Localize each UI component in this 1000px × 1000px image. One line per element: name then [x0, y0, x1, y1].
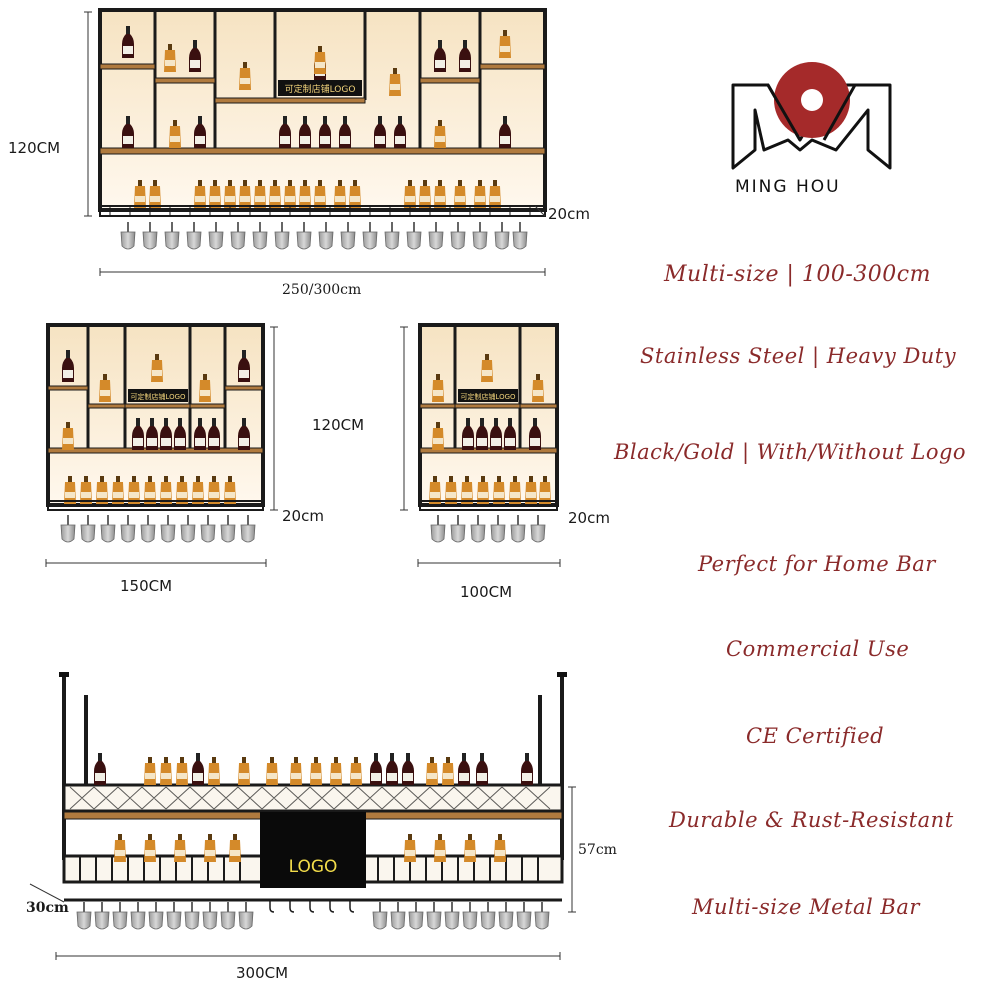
rack-medium-width: 150CM — [120, 577, 173, 595]
feature-black-gold: Black/Gold | With/Without Logo — [614, 440, 967, 464]
feature-home-bar: Perfect for Home Bar — [698, 552, 936, 576]
rack-medium-drawing: 可定制店铺LOGO — [45, 323, 278, 567]
feature-stainless-steel: Stainless Steel | Heavy Duty — [640, 344, 957, 368]
feature-commercial-use: Commercial Use — [726, 637, 910, 661]
rack-medium-logo-sign: 可定制店铺LOGO — [130, 392, 186, 401]
rack-large-depth: 20cm — [548, 205, 590, 223]
hanging-rack-width: 300CM — [236, 964, 289, 982]
rack-small-drawing: 可定制店铺LOGO — [400, 323, 561, 567]
feature-ce-certified: CE Certified — [746, 724, 885, 748]
hanging-rack-depth: 30cm — [26, 900, 69, 916]
rack-small-depth: 20cm — [568, 509, 610, 527]
rack-large-logo-sign: 可定制店铺LOGO — [285, 83, 356, 95]
rack-medium-height: 120CM — [312, 416, 365, 434]
rack-hanging-drawing: LOGO — [29, 672, 576, 960]
rack-small-width: 100CM — [460, 583, 513, 601]
rack-large-height: 120CM — [8, 139, 61, 157]
brand-name: MING HOU — [735, 177, 841, 197]
rack-medium-depth: 20cm — [282, 507, 324, 525]
hanging-rack-height: 57cm — [578, 842, 617, 858]
feature-metal-bar: Multi-size Metal Bar — [692, 895, 920, 919]
feature-multi-size: Multi-size | 100-300cm — [664, 262, 931, 287]
brand-logo-mark — [731, 62, 892, 170]
rack-large-width: 250/300cm — [282, 282, 362, 298]
hanging-rack-logo-panel: LOGO — [289, 857, 338, 877]
feature-rust-resistant: Durable & Rust-Resistant — [669, 808, 954, 832]
rack-large-drawing: 可定制店铺LOGO — [84, 8, 547, 276]
rack-small-logo-sign: 可定制店铺LOGO — [460, 392, 516, 401]
